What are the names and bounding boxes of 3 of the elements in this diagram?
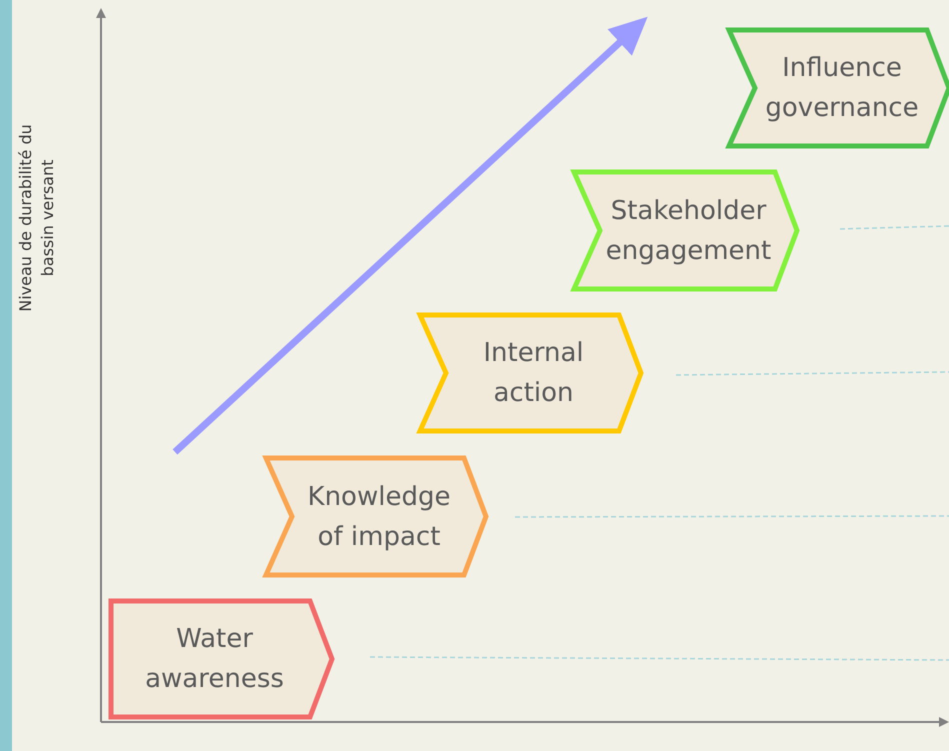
step-label: Water awareness (144, 623, 285, 696)
pentagon-arrow (111, 601, 332, 717)
axis-title: Niveau de durabilité du bassin versant (15, 123, 58, 314)
